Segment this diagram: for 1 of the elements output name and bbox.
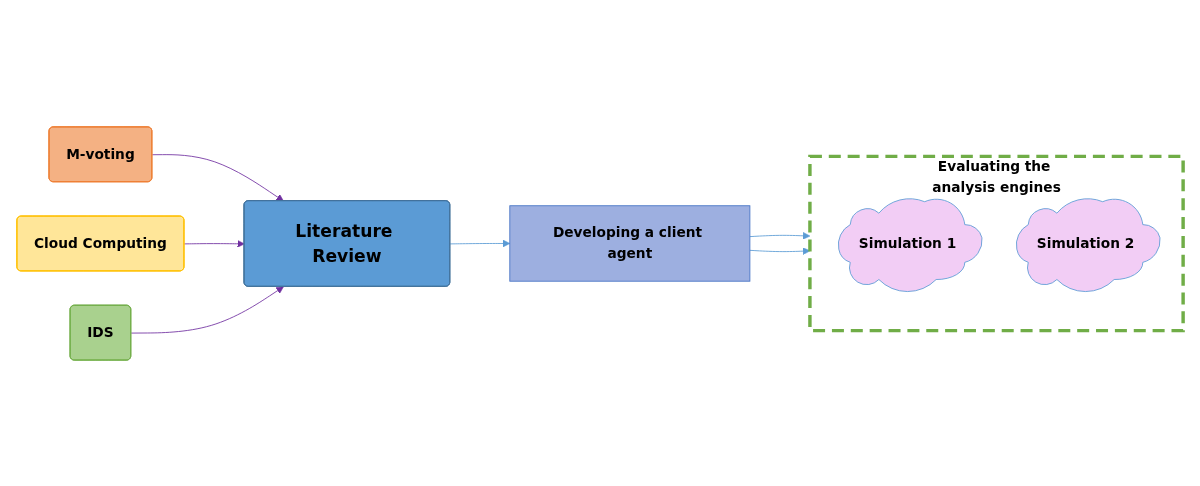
node-box: Developing a client agent <box>509 204 751 282</box>
